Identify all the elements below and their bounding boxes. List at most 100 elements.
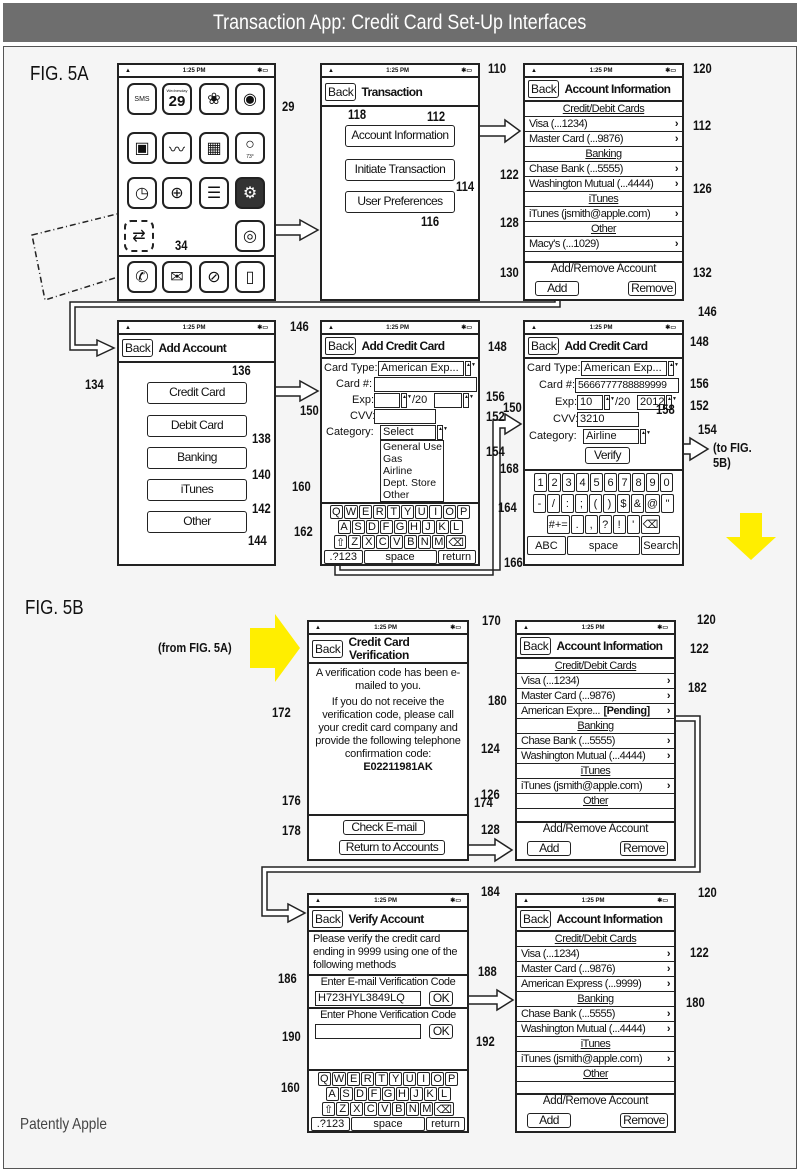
initiate-transaction-button[interactable]: Initiate Transaction: [345, 159, 455, 181]
key[interactable]: .?123: [324, 550, 363, 564]
key[interactable]: J: [421, 520, 435, 534]
safari-icon[interactable]: ⊘: [199, 261, 229, 293]
account-row[interactable]: Visa (...1234)›: [517, 947, 674, 962]
account-row[interactable]: Master Card (...9876)›: [517, 689, 674, 704]
key[interactable]: H: [395, 1087, 409, 1101]
remove-button[interactable]: Remove: [628, 281, 676, 296]
key[interactable]: O: [443, 505, 457, 519]
key[interactable]: I: [429, 505, 443, 519]
account-information-button[interactable]: Account Information: [345, 125, 455, 147]
notes-icon[interactable]: ☰: [199, 177, 229, 209]
key[interactable]: Z: [348, 535, 362, 549]
key[interactable]: R: [361, 1072, 375, 1086]
camera-icon[interactable]: ◉: [235, 83, 265, 115]
back-button[interactable]: Back: [520, 637, 552, 655]
option-airline[interactable]: Airline: [383, 465, 413, 477]
photos-icon[interactable]: ❀: [199, 83, 229, 115]
account-row[interactable]: iTunes (jsmith@apple.com)›: [517, 1052, 674, 1067]
account-row[interactable]: American Expre... [Pending]›: [517, 704, 674, 719]
key[interactable]: X: [350, 1102, 364, 1116]
key[interactable]: ⇧: [334, 535, 348, 549]
key[interactable]: 1: [534, 473, 547, 492]
key[interactable]: ABC: [527, 536, 566, 555]
email-code-input[interactable]: H723HYL3849LQ: [315, 991, 421, 1006]
key[interactable]: P: [457, 505, 471, 519]
category-spinner[interactable]: ▲▼: [640, 429, 651, 444]
maps-icon[interactable]: ▦: [199, 132, 229, 164]
back-button[interactable]: Back: [520, 910, 552, 928]
option-gas[interactable]: Gas: [383, 453, 403, 465]
key[interactable]: :: [560, 494, 574, 513]
key[interactable]: X: [362, 535, 376, 549]
exp-month-input[interactable]: [374, 393, 400, 408]
card-type-select[interactable]: American Exp...: [378, 361, 464, 376]
exp-month-spinner[interactable]: ▲▼: [401, 393, 412, 408]
key[interactable]: space: [363, 550, 437, 564]
key[interactable]: Search: [641, 536, 680, 555]
key[interactable]: D: [365, 520, 379, 534]
key[interactable]: &: [630, 494, 644, 513]
key[interactable]: 4: [576, 473, 589, 492]
email-ok-button[interactable]: OK: [429, 991, 453, 1006]
key[interactable]: ): [602, 494, 616, 513]
key[interactable]: @: [644, 494, 661, 513]
key[interactable]: 9: [646, 473, 659, 492]
debit-card-button[interactable]: Debit Card: [147, 415, 247, 437]
back-button[interactable]: Back: [122, 339, 154, 357]
key[interactable]: 7: [618, 473, 631, 492]
back-button[interactable]: Back: [312, 639, 344, 658]
key[interactable]: ⌫: [446, 535, 466, 549]
key[interactable]: ;: [574, 494, 588, 513]
exp-month-input[interactable]: 10: [577, 395, 603, 410]
account-row[interactable]: Chase Bank (...5555)›: [517, 1007, 674, 1022]
sms-icon[interactable]: SMS: [127, 83, 157, 115]
key[interactable]: E: [347, 1072, 361, 1086]
back-button[interactable]: Back: [325, 82, 357, 101]
key[interactable]: ⌫: [640, 515, 661, 534]
key[interactable]: !: [612, 515, 626, 534]
key[interactable]: N: [418, 535, 432, 549]
back-button[interactable]: Back: [312, 910, 344, 928]
back-button[interactable]: Back: [325, 337, 357, 355]
exp-year-spinner[interactable]: ▲▼: [666, 395, 677, 410]
cvv-input[interactable]: 3210: [577, 412, 639, 427]
account-row[interactable]: Master Card (...9876)›: [517, 962, 674, 977]
key[interactable]: -: [532, 494, 546, 513]
key[interactable]: V: [378, 1102, 392, 1116]
card-type-spinner[interactable]: ▲▼: [668, 361, 679, 376]
return-to-accounts-button[interactable]: Return to Accounts: [339, 840, 445, 855]
card-type-spinner[interactable]: ▲▼: [465, 361, 476, 376]
option-other[interactable]: Other: [383, 489, 410, 501]
key[interactable]: D: [353, 1087, 367, 1101]
account-row[interactable]: Visa (...1234)›: [525, 117, 682, 132]
key[interactable]: S: [339, 1087, 353, 1101]
key[interactable]: W: [331, 1072, 347, 1086]
exp-year-input[interactable]: 2012: [637, 395, 665, 410]
exp-year-spinner[interactable]: ▲▼: [463, 393, 474, 408]
phone-icon[interactable]: ✆: [127, 261, 157, 293]
key[interactable]: 6: [604, 473, 617, 492]
key[interactable]: G: [393, 520, 407, 534]
exp-year-input[interactable]: [434, 393, 462, 408]
key[interactable]: #+=: [546, 515, 570, 534]
banking-button[interactable]: Banking: [147, 447, 247, 469]
key[interactable]: 8: [632, 473, 645, 492]
transaction-app-icon[interactable]: ⇄: [124, 220, 154, 252]
card-number-input[interactable]: [374, 377, 477, 392]
account-row[interactable]: Washington Mutual (...4444)›: [525, 177, 682, 192]
key[interactable]: L: [437, 1087, 451, 1101]
account-row[interactable]: iTunes (jsmith@apple.com)›: [525, 207, 682, 222]
key[interactable]: A: [325, 1087, 339, 1101]
key[interactable]: W: [343, 505, 359, 519]
key[interactable]: ": [661, 494, 675, 513]
account-row[interactable]: American Express (...9999)›: [517, 977, 674, 992]
key[interactable]: Y: [401, 505, 415, 519]
key[interactable]: J: [409, 1087, 423, 1101]
cvv-input[interactable]: [374, 409, 436, 424]
key[interactable]: Q: [317, 1072, 331, 1086]
account-row[interactable]: Chase Bank (...5555)›: [525, 162, 682, 177]
key[interactable]: M: [432, 535, 446, 549]
key[interactable]: 0: [660, 473, 673, 492]
key[interactable]: C: [376, 535, 390, 549]
